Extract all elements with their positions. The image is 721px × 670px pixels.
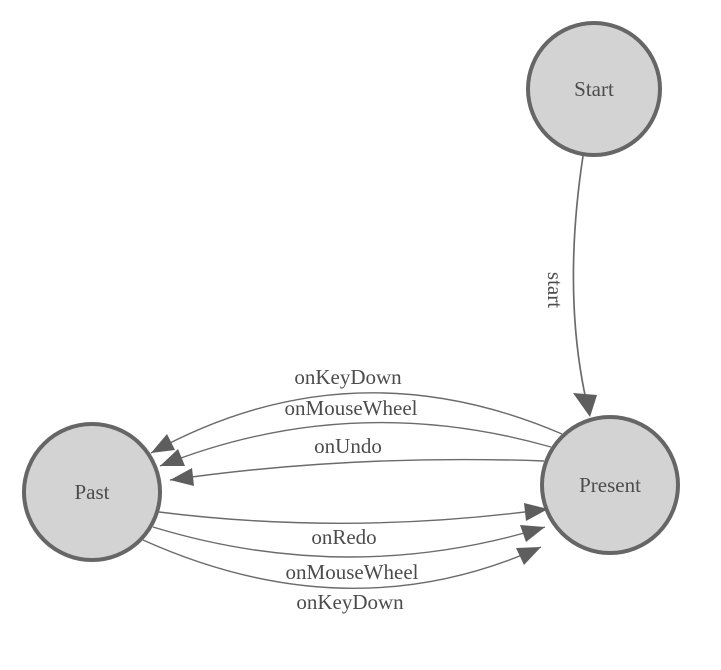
edge-line[interactable] [159, 421, 552, 467]
edge-label-onmousewheel-down: onMouseWheel [286, 560, 419, 584]
edge-onmousewheel-to-present[interactable]: onMouseWheel [152, 525, 546, 584]
edge-line[interactable] [152, 526, 546, 558]
past-node-label: Past [74, 480, 109, 504]
edge-label-onkeydown-up: onKeyDown [294, 365, 402, 389]
arrowhead-icon [516, 547, 541, 565]
state-node-start[interactable]: Start [526, 21, 662, 157]
edge-label-onundo: onUndo [314, 434, 382, 458]
edge-onmousewheel-to-past[interactable]: onMouseWheel [159, 396, 552, 467]
edge-onredo-to-present[interactable]: onRedo [158, 503, 549, 549]
state-node-present[interactable]: Present [540, 415, 680, 555]
edge-line[interactable] [158, 508, 549, 524]
edge-label-start: start [543, 272, 567, 308]
edge-start-to-present[interactable]: start [543, 155, 597, 417]
edge-line[interactable] [142, 539, 542, 590]
start-node-label: Start [574, 77, 614, 101]
arrowhead-icon [151, 434, 175, 453]
arrowhead-icon [160, 449, 185, 466]
present-node-circle[interactable] [540, 415, 680, 555]
present-node-label: Present [579, 473, 641, 497]
arrowhead-icon [573, 393, 597, 417]
edge-label-onmousewheel-up: onMouseWheel [285, 396, 418, 420]
arrowhead-icon [520, 525, 545, 542]
edge-onkeydown-to-past[interactable]: onKeyDown [150, 365, 563, 454]
edge-label-onredo: onRedo [311, 525, 376, 549]
arrowhead-icon [170, 468, 194, 486]
edge-line[interactable] [150, 392, 563, 454]
state-node-past[interactable]: Past [22, 422, 162, 562]
edge-label-onkeydown-down: onKeyDown [296, 590, 404, 614]
arrowhead-icon [524, 503, 548, 521]
edge-line[interactable] [572, 155, 586, 396]
edge-onkeydown-to-present[interactable]: onKeyDown [142, 539, 542, 614]
start-node-circle[interactable] [526, 21, 662, 157]
past-node-circle[interactable] [22, 422, 162, 562]
edge-onundo-to-past[interactable]: onUndo [169, 434, 545, 486]
edge-line[interactable] [169, 458, 545, 481]
